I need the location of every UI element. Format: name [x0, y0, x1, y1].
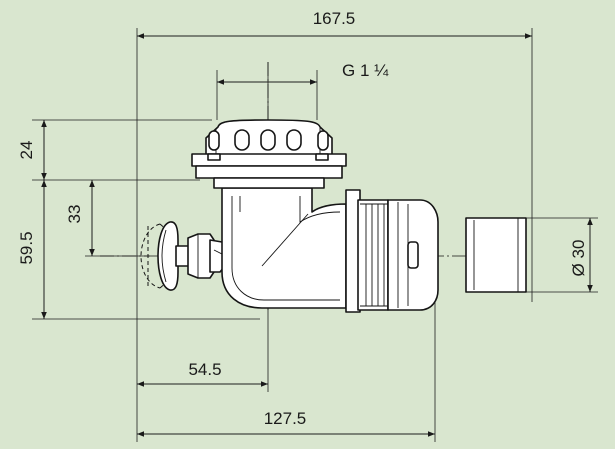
- dimension-lines: [41, 33, 593, 437]
- thread-lines: [360, 203, 388, 307]
- label-nut-height: 24: [17, 141, 36, 160]
- knob-alt-position: [140, 223, 179, 289]
- label-thread: G 1 ¼: [342, 61, 389, 80]
- elbow-body: [221, 187, 347, 309]
- threaded-fitting: [345, 189, 439, 313]
- pipe: [465, 217, 527, 293]
- label-total-height: 59.5: [17, 231, 36, 264]
- label-body-length: 127.5: [264, 409, 307, 428]
- knob: [157, 221, 231, 291]
- label-pipe-diameter: Ø 30: [569, 240, 588, 277]
- union-nut: [191, 119, 347, 189]
- label-axis-offset: 33: [65, 205, 84, 224]
- label-overall-length: 167.5: [313, 9, 356, 28]
- label-axis-to-center: 54.5: [188, 360, 221, 379]
- dimension-labels: 167.5 G 1 ¼ 24 33 59.5 Ø 30 54.5 127.5: [17, 9, 588, 428]
